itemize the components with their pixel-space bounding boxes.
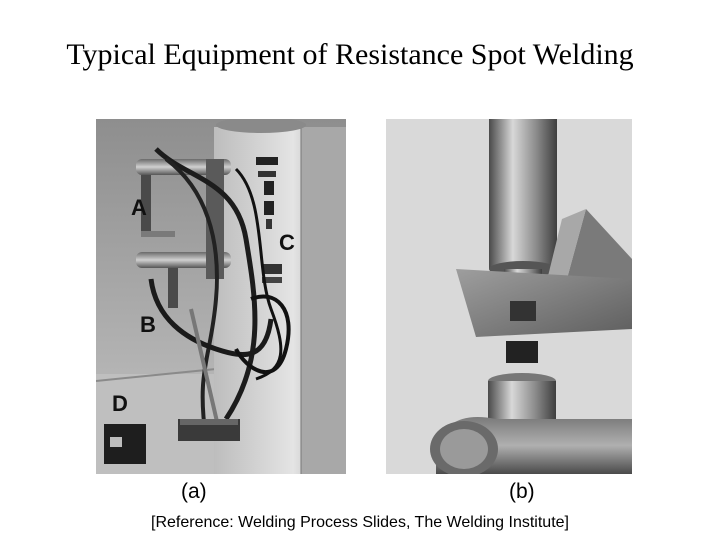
label-b: B: [140, 312, 156, 337]
caption-b: (b): [509, 480, 535, 503]
welding-machine-illustration: A B C D: [96, 119, 346, 474]
label-c: C: [279, 230, 295, 255]
label-d: D: [112, 391, 128, 416]
photo-welding-machine: A B C D: [96, 119, 346, 474]
reference-text: [Reference: Welding Process Slides, The …: [151, 514, 569, 531]
caption-a: (a): [181, 480, 207, 503]
electrodes-illustration: [386, 119, 632, 474]
photo-electrodes-closeup: [386, 119, 632, 474]
label-a: A: [131, 195, 147, 220]
slide-title: Typical Equipment of Resistance Spot Wel…: [66, 38, 634, 71]
